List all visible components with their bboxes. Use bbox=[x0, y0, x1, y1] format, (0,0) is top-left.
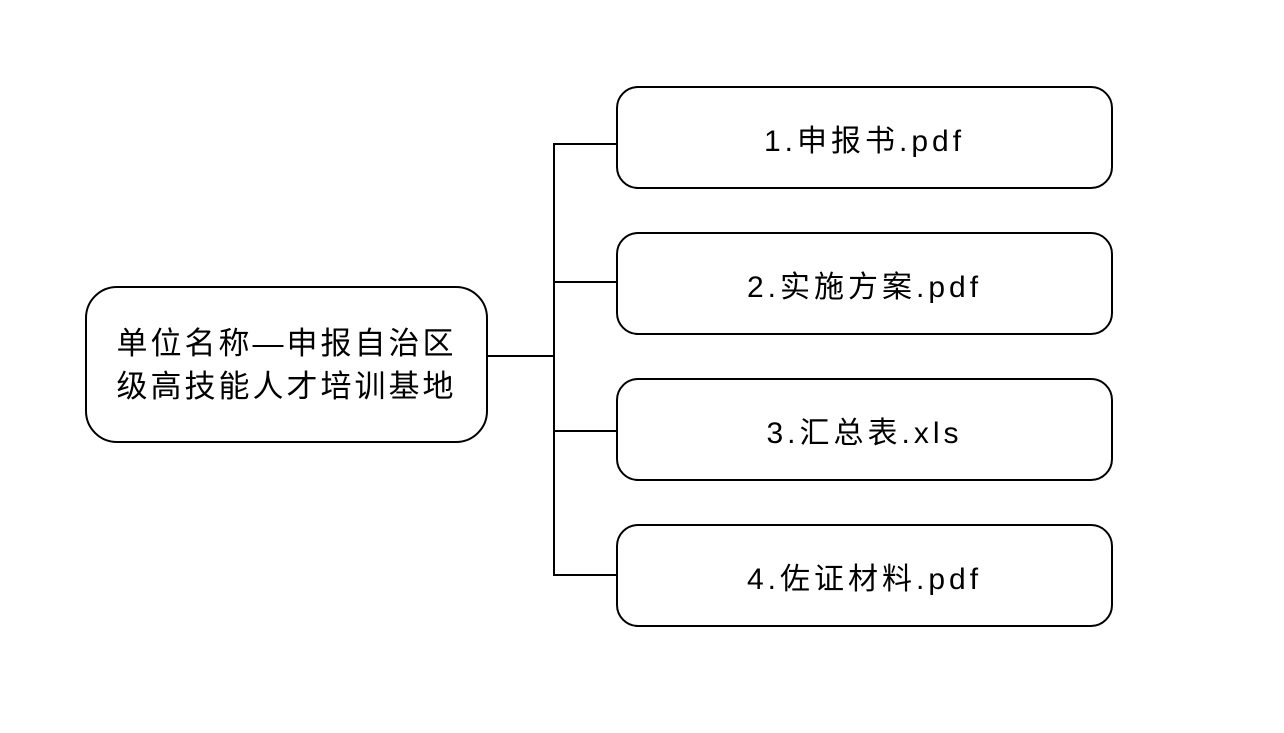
child-node-declaration-pdf: 1.申报书.pdf bbox=[616, 86, 1113, 189]
connector-branch-1 bbox=[553, 143, 617, 145]
child-node-4-label: 4.佐证材料.pdf bbox=[746, 562, 983, 596]
root-node-label-line-2: 级高技能人才培训基地 bbox=[116, 368, 457, 404]
child-node-3-label: 3.汇总表.xls bbox=[766, 416, 963, 450]
connector-trunk bbox=[553, 143, 555, 576]
child-node-summary-table-xls: 3.汇总表.xls bbox=[616, 378, 1113, 481]
connector-root-to-trunk bbox=[488, 355, 554, 357]
child-node-supporting-materials-pdf: 4.佐证材料.pdf bbox=[616, 524, 1113, 627]
root-node: 单位名称—申报自治区 级高技能人才培训基地 bbox=[85, 286, 488, 443]
child-node-2-label: 2.实施方案.pdf bbox=[746, 270, 983, 304]
connector-branch-3 bbox=[553, 430, 617, 432]
child-node-implementation-plan-pdf: 2.实施方案.pdf bbox=[616, 232, 1113, 335]
connector-branch-2 bbox=[553, 281, 617, 283]
child-node-1-label: 1.申报书.pdf bbox=[763, 124, 966, 158]
connector-branch-4 bbox=[553, 574, 617, 576]
root-node-label-line-1: 单位名称—申报自治区 bbox=[116, 325, 457, 361]
